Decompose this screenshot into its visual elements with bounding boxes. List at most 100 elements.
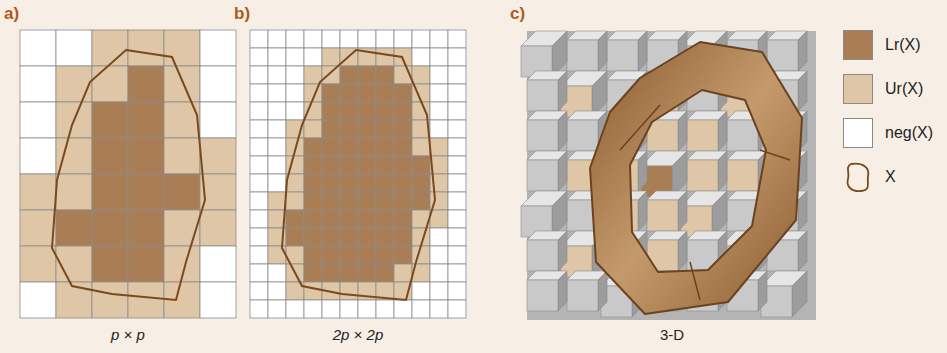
voxel-side bbox=[678, 231, 687, 271]
grid-cell bbox=[448, 48, 466, 66]
grid-p bbox=[20, 30, 236, 318]
grid-cell bbox=[394, 120, 412, 138]
grid-cell bbox=[250, 102, 268, 120]
grid-cell bbox=[200, 282, 236, 318]
grid-cell bbox=[358, 84, 376, 102]
grid-size: p × p bbox=[111, 326, 145, 343]
grid-cell bbox=[340, 210, 358, 228]
grid-cell bbox=[358, 228, 376, 246]
legend-text: Ur(X) bbox=[885, 80, 923, 98]
grid-cell bbox=[430, 228, 448, 246]
voxel-front bbox=[527, 120, 558, 151]
grid-cell bbox=[376, 192, 394, 210]
panel-tag: a) bbox=[4, 4, 19, 24]
grid-cell bbox=[448, 156, 466, 174]
legend-entry: Ur(X) bbox=[843, 72, 933, 106]
voxel-side bbox=[678, 191, 687, 231]
voxel-side bbox=[552, 191, 567, 237]
grid-cell bbox=[394, 246, 412, 264]
grid-cell bbox=[268, 102, 286, 120]
grid-cell bbox=[340, 192, 358, 210]
voxel-side bbox=[718, 151, 727, 191]
set-x-outline bbox=[52, 50, 205, 300]
grid-cell bbox=[304, 192, 322, 210]
grid-cell bbox=[340, 30, 358, 48]
grid-cell bbox=[358, 66, 376, 84]
grid-cell bbox=[304, 120, 322, 138]
grid-cell bbox=[304, 174, 322, 192]
voxel-side bbox=[798, 191, 807, 231]
grid-cell bbox=[340, 102, 358, 120]
grid-cell bbox=[164, 138, 200, 174]
grid-size: 2p × 2p bbox=[333, 326, 383, 343]
voxel-side bbox=[638, 31, 647, 71]
grid-cell bbox=[304, 210, 322, 228]
grid-cell bbox=[394, 264, 412, 282]
grid-cell bbox=[286, 228, 304, 246]
voxel-side bbox=[558, 151, 567, 191]
grid-cell bbox=[20, 30, 56, 66]
grid-cell bbox=[304, 246, 322, 264]
grid-cell bbox=[268, 174, 286, 192]
grid-cell bbox=[448, 30, 466, 48]
legend-entry: neg(X) bbox=[843, 116, 933, 150]
grid-cell bbox=[92, 174, 128, 210]
legend: Lr(X)Ur(X)neg(X)X bbox=[843, 28, 933, 204]
grid-cell bbox=[128, 210, 164, 246]
grid-cell bbox=[286, 30, 304, 48]
grid-cell bbox=[322, 192, 340, 210]
grid-cell bbox=[340, 84, 358, 102]
grid-cell bbox=[128, 66, 164, 102]
grid-cell bbox=[322, 84, 340, 102]
voxel-side bbox=[558, 231, 567, 271]
grid-cell bbox=[304, 30, 322, 48]
grid-cell bbox=[412, 282, 430, 300]
grid-cell bbox=[322, 66, 340, 84]
grid-cell bbox=[448, 120, 466, 138]
grid-cell bbox=[322, 102, 340, 120]
grid-cell bbox=[200, 174, 236, 210]
grid-cell bbox=[448, 300, 466, 318]
grid-cell bbox=[448, 66, 466, 84]
grid-cell bbox=[394, 102, 412, 120]
grid-cell bbox=[340, 246, 358, 264]
grid-cell bbox=[340, 282, 358, 300]
voxel-side bbox=[638, 151, 647, 191]
grid-cell bbox=[430, 120, 448, 138]
grid-cell bbox=[358, 300, 376, 318]
grid-cell bbox=[286, 66, 304, 84]
grid-cell bbox=[20, 246, 56, 282]
grid-cell bbox=[286, 210, 304, 228]
grid-cell bbox=[358, 210, 376, 228]
voxel-side bbox=[672, 151, 687, 197]
grid-cell bbox=[430, 300, 448, 318]
grid-cell bbox=[268, 282, 286, 300]
grid-cell bbox=[20, 66, 56, 102]
voxel-side bbox=[558, 111, 567, 151]
voxel-side bbox=[678, 111, 687, 151]
grid-cell bbox=[376, 30, 394, 48]
grid-cell bbox=[412, 300, 430, 318]
grid-cell bbox=[340, 228, 358, 246]
grid-cell bbox=[376, 138, 394, 156]
grid-cell bbox=[250, 228, 268, 246]
grid-cell bbox=[304, 264, 322, 282]
grid-cell bbox=[448, 228, 466, 246]
grid-cell bbox=[412, 48, 430, 66]
grid-cell bbox=[250, 120, 268, 138]
voxel-side bbox=[712, 191, 727, 237]
voxel-front bbox=[607, 40, 638, 71]
voxel-side bbox=[798, 31, 807, 71]
legend-text: X bbox=[885, 168, 896, 186]
grid-cell bbox=[92, 210, 128, 246]
grid-cell bbox=[340, 300, 358, 318]
grid-cell bbox=[250, 210, 268, 228]
voxel-side bbox=[758, 271, 767, 311]
grid-cell bbox=[304, 138, 322, 156]
grid-cell bbox=[304, 48, 322, 66]
grid-cell bbox=[56, 138, 92, 174]
grid-cell bbox=[448, 102, 466, 120]
grid-cell bbox=[304, 156, 322, 174]
voxel-front bbox=[727, 160, 758, 191]
grid-cell bbox=[304, 102, 322, 120]
